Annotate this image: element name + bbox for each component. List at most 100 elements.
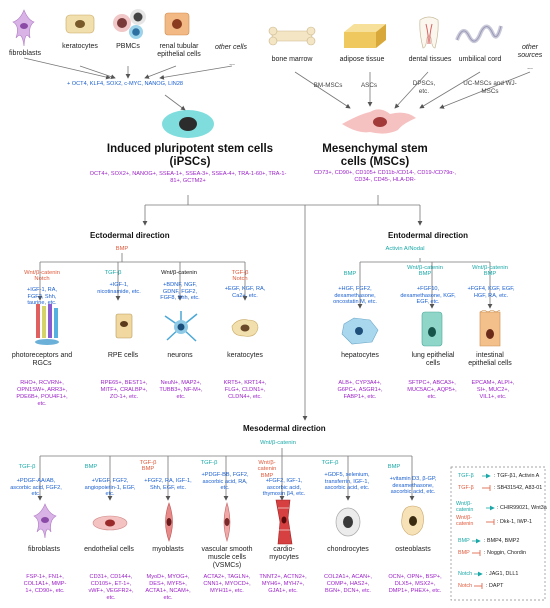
meso-signals-4: Wnt/β-catenin BMP (257, 460, 277, 479)
meso-factors-4: +FGF2, IGF-1, ascorbic acid, thymosin β4… (262, 478, 306, 498)
legend-bmp-act-label: BMP (458, 538, 470, 544)
meso-cell-6: osteoblasts (395, 546, 431, 553)
myoblast-cell-icon (160, 502, 178, 542)
meso-factors-6: +vitamin D3, β-GP, dexamethasone, ascorb… (389, 476, 437, 496)
fibroblast-meso-cell-icon (30, 502, 60, 540)
ecto-markers-1: RPE65+, BEST1+, MITF+, CRALBP+, ZO-1+, e… (100, 380, 148, 400)
source-umbilical: umbilical cord (458, 56, 502, 63)
legend-tgf-act-agents: : TGF-β1, Activin A (494, 473, 540, 479)
legend-wnt-inh-label: Wnt/β-catenin (456, 515, 474, 528)
endo-cell-0: hepatocytes (341, 352, 379, 359)
endo-markers-2: EPCAM+, ALPI+, SI+, MUC2+, VIL1+, etc. (471, 380, 515, 400)
legend-notch-act-label: Notch (458, 571, 473, 577)
ecto-signals-2: Wnt/β-catenin (161, 270, 197, 276)
source-renal: renal tubular epithelial cells (157, 43, 201, 59)
legend-wnt-act-label: Wnt/β-catenin (456, 501, 474, 514)
lung-epithelial-cell-icon (418, 310, 446, 348)
tooth-icon (417, 16, 441, 50)
legend-wnt-inh-agents: : Dkk-1, IWP-1 (497, 519, 533, 525)
chondrocyte-cell-icon (334, 506, 362, 538)
meso-signals-5: TGF-β (321, 460, 339, 466)
msc-title: Mesenchymal stem cells (MSCs) (322, 143, 428, 169)
renal-cell-icon (162, 10, 192, 38)
meso-factors-1: +VEGF, FGF2, angiopoietin-1, EGF, etc. (84, 478, 136, 498)
ecto-factors-2: +BDNF, NGF, GDNF, FGF2, FGF8, Shh, etc. (160, 282, 200, 302)
meso-cell-2: myoblasts (152, 546, 184, 553)
reprogramming-factors: + OCT4, KLF4, SOX2, c-MYC, NANOG, LIN28 (66, 81, 184, 87)
ecto-cell-3: keratocytes (227, 352, 263, 359)
legend-notch-inh-label: Notch (458, 583, 473, 589)
label-dpscs: DPSCs, etc. (412, 80, 436, 95)
adipose-tissue-icon (340, 22, 388, 50)
legend-tgf-inh-agents: : SB431542, A83-01 (494, 485, 543, 491)
vsmc-cell-icon (218, 502, 236, 542)
source-dental: dental tissues (408, 56, 452, 63)
meso-cell-0: fibroblasts (28, 546, 60, 553)
meso-wnt: Wnt/β-catenin (260, 440, 296, 446)
intestinal-epithelial-cell-icon (476, 310, 504, 348)
ecto-bmp-inhibitor: BMP (115, 246, 129, 252)
ipsc-cell-icon (160, 108, 216, 140)
msc-cell-icon (340, 106, 418, 140)
entodermal-direction-title: Entodermal direction (388, 231, 469, 240)
legend-tgf-inh-label: TGF-β (458, 485, 474, 491)
legend-wnt-act-agents: : CHIR99021, Wnt3a (497, 505, 547, 511)
msc-markers: CD73+, CD90+, CD105+ CD11b-/CD14-, CD19-… (314, 170, 456, 183)
meso-cell-5: chondrocytes (327, 546, 369, 553)
legend-bmp-inh-agents: : Noggin, Chordin (484, 550, 526, 556)
photoreceptor-cell-icon (30, 302, 66, 346)
endo-signals-1: Wnt/β-catenin BMP (407, 265, 443, 278)
meso-markers-2: MyoD+, MYOG+, DES+, MYF5+, ACTA1+, NCAM+… (145, 574, 191, 601)
source-pbmcs: PBMCs (116, 43, 140, 50)
endo-factors-2: +FGF4, KGF, EGF, HGF, RA, etc. (467, 286, 515, 299)
meso-cell-4: cardio-myocytes (269, 546, 299, 562)
mesodermal-direction-title: Mesodermal direction (243, 424, 326, 433)
ecto-signals-1: TGF-β (104, 270, 122, 276)
endo-cell-1: lung epithelial cells (411, 352, 455, 368)
source-dots-left: ... (229, 60, 235, 67)
meso-markers-5: COL2A1+, ACAN+, COMP+, HAS2+, BGN+, DCN+… (324, 574, 372, 594)
meso-factors-0: +PDGF-AA/AB, ascorbic acid, FGF2, etc. (10, 478, 62, 498)
ecto-factors-0: +IGF-1, RA, FGF2, Shh, taurine, etc. (27, 287, 57, 307)
meso-markers-4: TNNT2+, ACTN2+, MYH6+, MYH7+, GJA1+, etc… (259, 574, 307, 594)
meso-signals-1: BMP (84, 464, 98, 470)
legend-box (450, 466, 546, 601)
label-bm-mscs: BM-MSCs (313, 82, 343, 89)
ecto-factors-1: +IGF-1, nicotinamide, etc. (97, 282, 141, 295)
neuron-cell-icon (163, 310, 199, 344)
legend-notch-act-agents: : JAG1, DLL1 (486, 571, 519, 577)
keratocyte-cell-icon (64, 12, 96, 36)
endo-markers-1: SFTPC+, ABCA3+, MUC5AC+, AQP5+, etc. (407, 380, 457, 400)
ipsc-title: Induced pluripotent stem cells (iPSCs) (106, 143, 274, 169)
meso-markers-3: ACTA2+, TAGLN+, CNN1+, MYOCD+, MYH11+, e… (203, 574, 251, 594)
meso-signals-2: TGF-β BMP (139, 460, 157, 473)
meso-factors-5: +GDF5, selenium, transferrin, IGF-1, asc… (324, 472, 370, 492)
source-fibroblasts: fibroblasts (9, 50, 41, 57)
legend-bmp-act-agents: : BMP4, BMP2 (484, 538, 520, 544)
pbmc-cell-icon (110, 5, 150, 41)
umbilical-cord-icon (455, 20, 503, 46)
meso-signals-6: BMP (387, 464, 401, 470)
ectodermal-direction-title: Ectodermal direction (90, 231, 170, 240)
meso-cell-3: vascular smooth muscle cells (VSMCs) (201, 546, 253, 570)
meso-signals-0: TGF-β (18, 464, 36, 470)
legend-bmp-inh-label: BMP (458, 550, 470, 556)
source-keratocytes: keratocytes (62, 43, 98, 50)
ecto-cell-2: neurons (167, 352, 193, 359)
label-ascs: ASCs (360, 82, 378, 89)
endo-markers-0: ALB+, CYP3A4+, G6PC+, ASGR1+, FABP1+, et… (337, 380, 383, 400)
source-dots-right: ... (527, 64, 533, 71)
hepatocyte-cell-icon (340, 316, 380, 346)
endo-factors-1: +FGF10, dexamethasone, KGF, EGF, etc. (400, 286, 456, 306)
ecto-signals-0: Wnt/β-catenin Notch (24, 270, 60, 283)
ecto-markers-2: NeuN+, MAP2+, TUBB3+, NF-M+, etc. (159, 380, 203, 400)
keratocyte-ecto-cell-icon (228, 316, 262, 340)
meso-markers-1: CD31+, CD144+, CD105+, ET-1+, vWF+, VEGF… (88, 574, 134, 601)
cardiomyocyte-cell-icon (270, 498, 296, 546)
ecto-markers-0: RHO+, RCVRN+, OPN1SW+, ARR3+, PDE6B+, PO… (16, 380, 68, 407)
meso-markers-0: FSP-1+, FN1+, COL1A1+, MMP-1+, CD90+, et… (23, 574, 67, 594)
meso-markers-6: OCN+, OPN+, BSP+, DLX5+, MSX2+, DMP1+, P… (388, 574, 442, 594)
endothelial-cell-icon (92, 514, 128, 532)
source-bone-marrow: bone marrow (271, 56, 313, 63)
meso-cell-1: endothelial cells (84, 546, 134, 553)
